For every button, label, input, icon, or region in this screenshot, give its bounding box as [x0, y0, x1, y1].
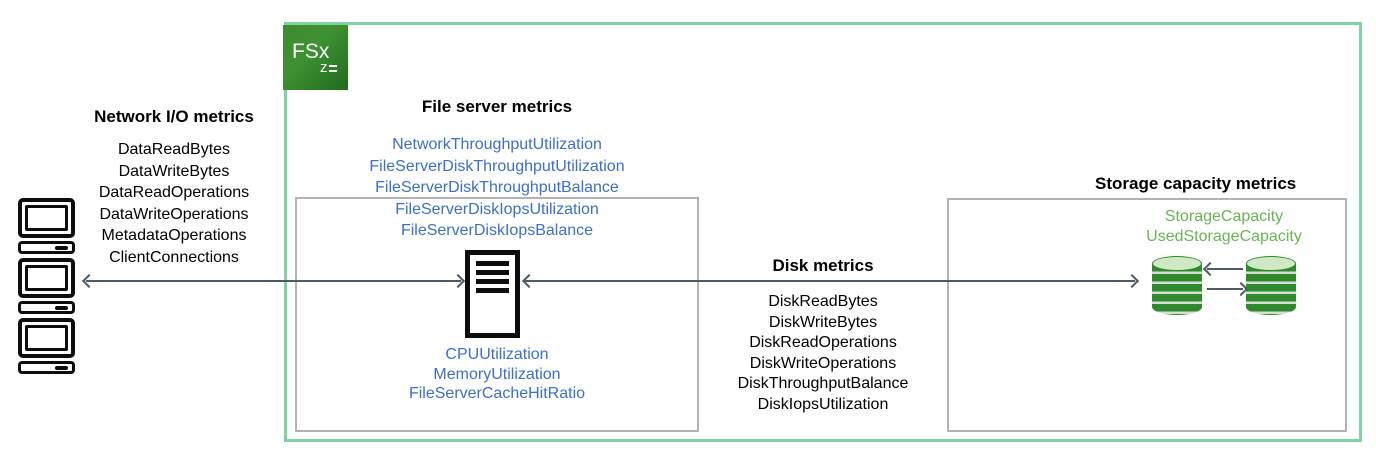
fsx-logo-text: FSx: [292, 40, 330, 63]
storage-capacity-metrics-title: Storage capacity metrics: [1095, 174, 1297, 193]
file-server-metrics-title: File server metrics: [421, 97, 573, 116]
server-slot: [476, 288, 509, 293]
server-slot: [476, 270, 509, 275]
client-computer-icon: [18, 198, 75, 254]
metric-item: MemoryUtilization: [433, 365, 561, 383]
storage-capacity-box: [947, 198, 1347, 432]
fsx-boundary-box: [284, 22, 1362, 442]
metric-item: StorageCapacity: [1164, 208, 1284, 225]
monitor-icon: [18, 198, 75, 238]
computer-base-icon: [18, 301, 75, 314]
storage-disk-icon: [1246, 256, 1296, 315]
metric-item: CPUUtilization: [445, 346, 549, 363]
metric-item: DiskWriteOperations: [749, 354, 897, 372]
metric-item: DiskReadBytes: [768, 293, 878, 310]
client-computer-icon: [18, 258, 75, 314]
metric-item: DiskThroughputBalance: [737, 375, 909, 392]
metric-item: ClientConnections: [109, 248, 239, 266]
metric-item: DataReadBytes: [117, 141, 231, 158]
file-server-box: [295, 197, 699, 432]
file-server-throughput-list: NetworkThroughputUtilization FileServerD…: [297, 134, 697, 242]
client-computer-icon: [18, 318, 75, 374]
server-slot: [476, 261, 509, 266]
metric-item: FileServerCacheHitRatio: [408, 385, 586, 402]
disk-replication-arrow-left: [1207, 268, 1243, 270]
arrow-head-left-icon: [81, 273, 97, 289]
metric-item: FileServerDiskThroughputBalance: [375, 179, 619, 196]
storage-disk-icon: [1152, 256, 1202, 315]
disk-replication-arrow-right: [1207, 288, 1243, 290]
network-io-metrics-title: Network I/O metrics: [94, 107, 254, 126]
monitor-icon: [18, 258, 75, 298]
disk-metrics-title: Disk metrics: [772, 256, 874, 275]
metric-item: DataWriteBytes: [118, 162, 230, 180]
metric-item: DiskWriteBytes: [768, 313, 878, 331]
storage-capacity-list: StorageCapacity UsedStorageCapacity: [1124, 207, 1324, 247]
file-server-utilization-list: CPUUtilization MemoryUtilization FileSer…: [297, 345, 697, 404]
metric-item: DiskIopsUtilization: [757, 395, 889, 413]
computer-base-icon: [18, 241, 75, 254]
fsx-openzfs-icon: FSx z: [283, 25, 348, 90]
metric-item: FileServerDiskThroughputUtilization: [369, 157, 625, 175]
server-slot: [476, 279, 509, 284]
clients-fileserver-arrow: [86, 280, 461, 282]
metric-item: FileServerDiskIopsBalance: [400, 222, 594, 239]
disk-top: [1246, 256, 1296, 271]
monitor-icon: [18, 318, 75, 358]
disk-top: [1152, 256, 1202, 271]
metric-item: DiskReadOperations: [749, 334, 897, 351]
fileserver-storage-arrow: [525, 280, 1135, 282]
file-server-icon: [465, 250, 520, 338]
disk-stack: [1152, 264, 1202, 315]
fsx-logo-equals-glyph: [328, 65, 337, 72]
metric-item: FileServerDiskIopsUtilization: [395, 200, 599, 218]
disk-metrics-list: DiskReadBytes DiskWriteBytes DiskReadOpe…: [703, 292, 943, 415]
metric-item: MetadataOperations: [101, 227, 247, 244]
disk-stack: [1246, 264, 1296, 315]
metric-item: DataWriteOperations: [99, 205, 249, 223]
computer-base-icon: [18, 361, 75, 374]
fsx-logo-subscript: z: [320, 59, 337, 76]
network-io-metrics-list: DataReadBytes DataWriteBytes DataReadOpe…: [54, 139, 294, 268]
metric-item: UsedStorageCapacity: [1146, 228, 1302, 245]
metric-item: NetworkThroughputUtilization: [392, 136, 602, 153]
metric-item: DataReadOperations: [98, 184, 250, 201]
